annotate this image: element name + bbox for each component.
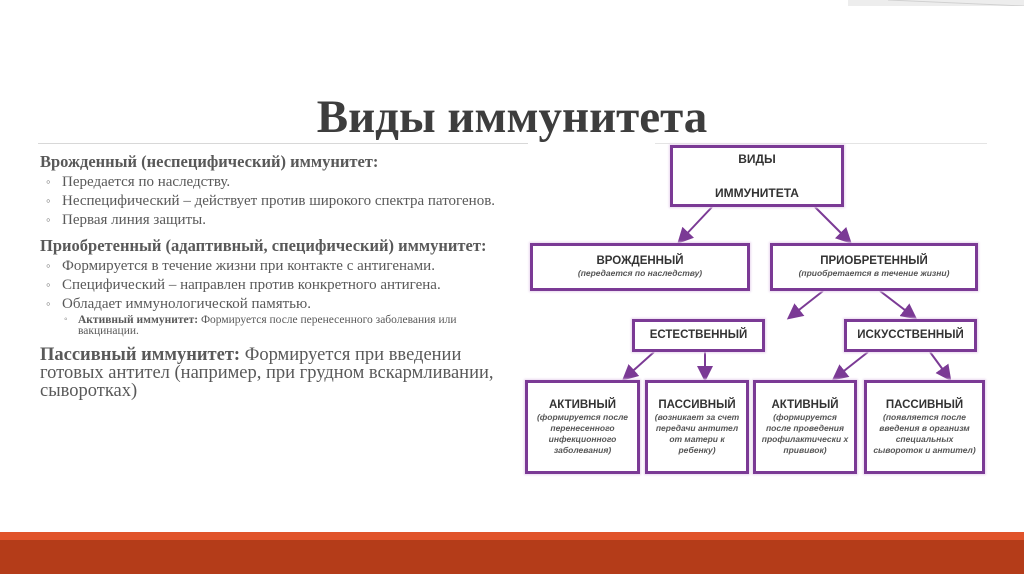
node-artificial: ИСКУССТВЕННЫЙ — [844, 319, 977, 352]
bullet-text: Специфический – направлен против конкрет… — [62, 277, 441, 293]
footer-band — [0, 532, 1024, 574]
node-subtitle: (появляется после введения в организм сп… — [873, 411, 976, 455]
text-column: Врожденный (неспецифический) иммунитет: … — [40, 153, 515, 400]
bullet-item: ◦ Передается по наследству. — [40, 174, 515, 190]
node-subtitle: (формируется после перенесенного инфекци… — [536, 411, 629, 455]
bullet-text: Передается по наследству. — [62, 174, 231, 190]
arrow-acquired-natural — [786, 290, 824, 320]
sub-bullet-item: ◦ Активный иммунитет: Формируется после п… — [40, 314, 515, 337]
passive-immunity-paragraph: Пассивный иммунитет: Формируется при вве… — [40, 345, 515, 401]
arrow-root-acquired — [814, 206, 852, 244]
bullet-circle-icon: ◦ — [46, 296, 51, 311]
bullet-circle-icon: ◦ — [46, 258, 51, 273]
bullet-item: ◦ Формируется в течение жизни при контакт… — [40, 258, 515, 274]
node-title: ЕСТЕСТВЕННЫЙ — [649, 329, 748, 341]
node-title-line2: ИММУНИТЕТА — [715, 186, 799, 200]
passive-immunity-text: Формируется при введении готовых антител… — [40, 345, 494, 401]
node-title: АКТИВНЫЙ — [548, 398, 617, 411]
footer-stripe — [0, 532, 1024, 540]
bullet-text: Формируется в течение жизни при контакте… — [62, 258, 435, 274]
node-acquired: ПРИОБРЕТЕННЫЙ (приобретается в течение ж… — [770, 243, 978, 291]
node-title: ПАССИВНЫЙ — [658, 398, 736, 411]
slide-title: Виды иммунитета — [316, 91, 708, 143]
node-artificial-passive: ПАССИВНЫЙ (появляется после введения в о… — [864, 380, 985, 474]
node-title: ВРОЖДЕННЫЙ — [596, 255, 684, 267]
bullet-circle-icon: ◦ — [46, 174, 51, 189]
passive-immunity-label: Пассивный иммунитет: — [40, 345, 241, 365]
arrow-artificial-passive — [929, 351, 952, 382]
node-title: АКТИВНЫЙ — [771, 398, 839, 411]
node-innate: ВРОЖДЕННЫЙ (передается по наследству) — [530, 243, 750, 291]
title-divider — [38, 143, 528, 144]
bullet-circle-icon: ◦ — [46, 193, 51, 208]
bullet-circle-icon: ◦ — [46, 212, 51, 227]
arrow-natural-active — [622, 351, 655, 381]
bullet-text: Неспецифический – действует против широк… — [62, 193, 496, 209]
node-natural-active: АКТИВНЫЙ (формируется после перенесенног… — [525, 380, 640, 474]
node-title: ИСКУССТВЕННЫЙ — [857, 329, 964, 341]
corner-decoration — [848, 0, 1024, 6]
node-title: ПАССИВНЫЙ — [885, 398, 964, 411]
bullet-text: Обладает иммунологической памятью. — [62, 296, 311, 312]
node-natural: ЕСТЕСТВЕННЫЙ — [632, 319, 765, 352]
bullet-item: ◦ Специфический – направлен против конкре… — [40, 277, 515, 293]
bullet-item: ◦ Неспецифический – действует против широ… — [40, 193, 515, 209]
active-immunity-text: Формируется после перенесенного заболева… — [78, 314, 457, 337]
node-subtitle: (приобретается в течение жизни) — [798, 268, 950, 278]
node-subtitle: (возникает за счет передачи антител от м… — [654, 411, 740, 455]
innate-heading: Врожденный (неспецифический) иммунитет: — [40, 152, 379, 171]
node-title: ВИДЫ — [738, 152, 776, 166]
arrow-root-innate — [677, 206, 713, 244]
node-subtitle: (формируется после проведения профилакти… — [761, 411, 849, 455]
bullet-item: ◦ Обладает иммунологической памятью. — [40, 296, 515, 312]
arrow-acquired-artificial — [879, 290, 918, 320]
node-immunity-types: ВИДЫ ИММУНИТЕТА — [670, 145, 844, 207]
bullet-circle-icon: ◦ — [46, 277, 51, 292]
node-artificial-active: АКТИВНЫЙ (формируется после проведения п… — [753, 380, 857, 474]
acquired-heading: Приобретенный (адаптивный, специфический… — [40, 236, 487, 255]
bullet-text: Первая линия защиты. — [62, 212, 206, 228]
bullet-circle-icon: ◦ — [64, 314, 68, 325]
active-immunity-label: Активный иммунитет: — [78, 314, 199, 326]
bullet-item: ◦ Первая линия защиты. — [40, 212, 515, 228]
node-title: ПРИОБРЕТЕННЫЙ — [820, 255, 928, 267]
arrow-artificial-active — [831, 351, 869, 381]
node-natural-passive: ПАССИВНЫЙ (возникает за счет передачи ан… — [645, 380, 749, 474]
title-divider-right — [655, 143, 987, 144]
node-subtitle: (передается по наследству) — [577, 268, 703, 278]
